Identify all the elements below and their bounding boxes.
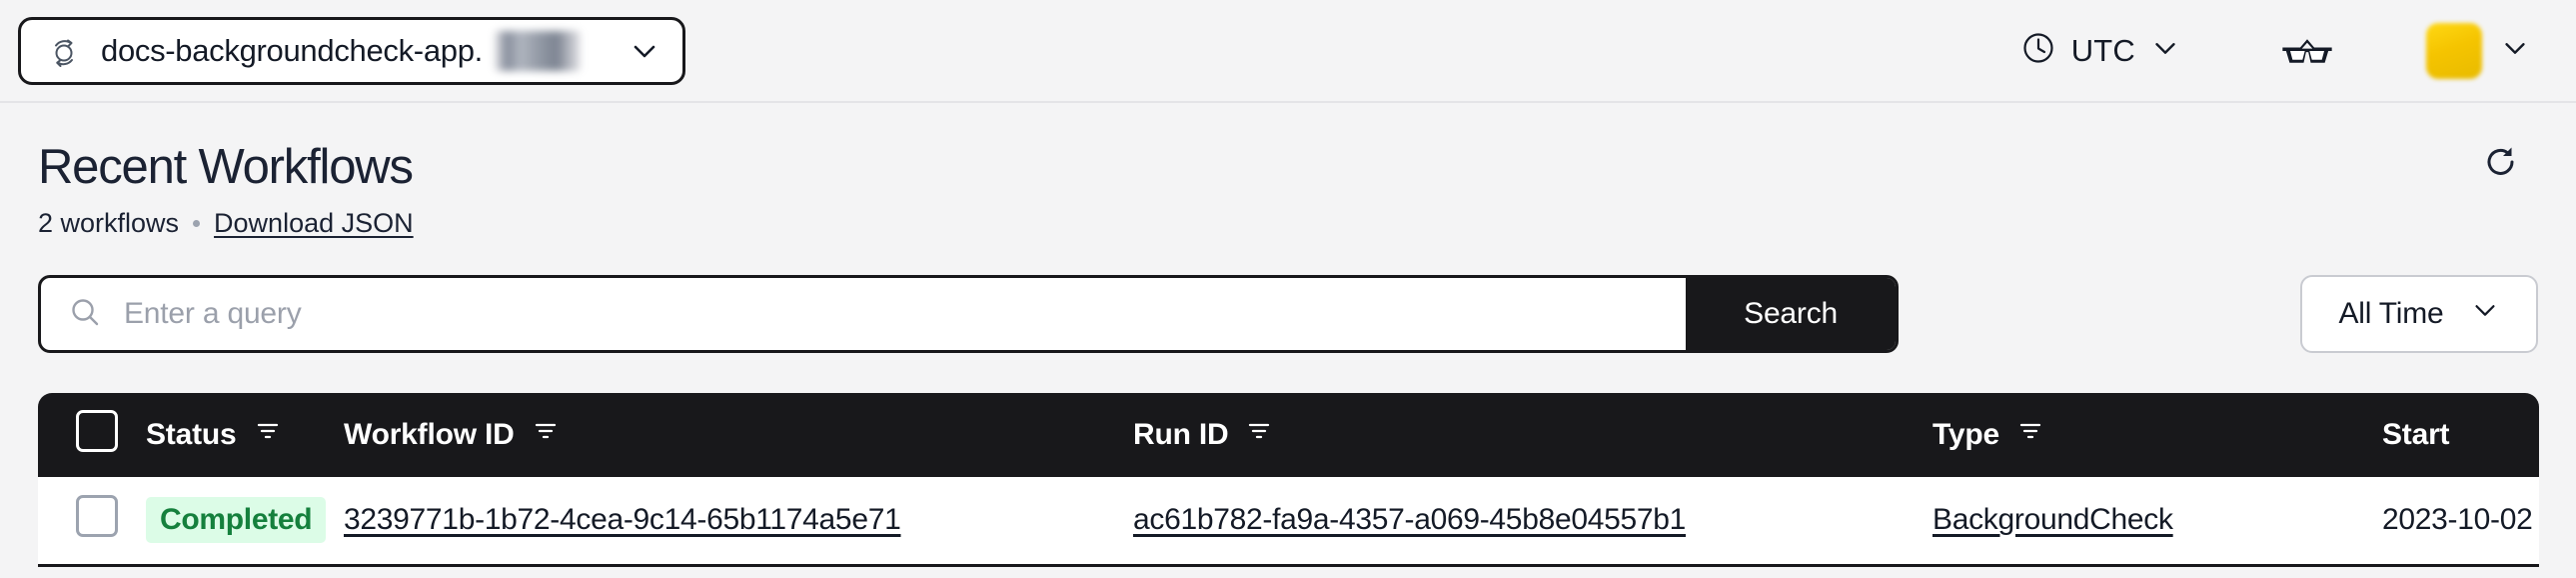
workflow-type-link[interactable]: BackgroundCheck	[1932, 503, 2173, 537]
page-content: Recent Workflows 2 workflows Download JS…	[0, 103, 2576, 567]
namespace-redacted-suffix	[494, 30, 581, 71]
column-label-type: Type	[1932, 418, 1999, 451]
table-header-row: Status Workflow ID	[38, 393, 2539, 477]
chevron-down-icon[interactable]	[599, 35, 660, 67]
timezone-selector[interactable]: UTC	[2006, 20, 2194, 81]
column-label-run-id: Run ID	[1133, 418, 1229, 451]
workflows-table: Status Workflow ID	[38, 393, 2539, 567]
row-select-cell	[38, 477, 146, 565]
glasses-icon[interactable]	[2260, 23, 2354, 79]
workflow-count: 2 workflows	[38, 208, 180, 238]
status-badge: Completed	[146, 497, 327, 544]
temporal-namespace-icon	[45, 32, 83, 70]
cell-status: Completed	[146, 477, 344, 565]
select-all-header	[38, 393, 146, 477]
column-header-status: Status	[146, 393, 344, 477]
timezone-label: UTC	[2070, 32, 2135, 68]
chevron-down-icon	[2150, 33, 2180, 68]
time-range-select[interactable]: All Time	[2300, 275, 2538, 353]
search-row: Search All Time	[38, 275, 2538, 353]
filter-icon[interactable]	[533, 418, 559, 452]
top-bar-actions: UTC	[2006, 20, 2576, 81]
column-label-workflow-id: Workflow ID	[344, 418, 515, 451]
clock-icon	[2020, 30, 2056, 71]
search-input[interactable]	[124, 297, 1687, 331]
column-header-workflow-id: Workflow ID	[344, 393, 1133, 477]
column-header-type: Type	[1932, 393, 2382, 477]
account-menu[interactable]	[2426, 22, 2530, 79]
select-all-checkbox[interactable]	[76, 410, 118, 452]
separator-dot	[193, 220, 201, 227]
workflow-id-link[interactable]: 3239771b-1b72-4cea-9c14-65b1174a5e71	[344, 503, 901, 537]
refresh-icon	[2481, 142, 2521, 187]
cell-run-id: ac61b782-fa9a-4357-a069-45b8e04557b1	[1133, 477, 1932, 565]
top-bar: docs-backgroundcheck-app. UTC	[0, 0, 2576, 103]
page-subline: 2 workflows Download JSON	[38, 208, 2538, 239]
search-box: Search	[38, 275, 1899, 353]
column-header-run-id: Run ID	[1133, 393, 1932, 477]
chevron-down-icon	[2500, 33, 2530, 68]
column-header-start: Start	[2382, 393, 2539, 477]
filter-icon[interactable]	[2017, 418, 2043, 452]
column-label-status: Status	[146, 418, 237, 451]
search-field[interactable]	[41, 278, 1687, 350]
user-avatar	[2426, 22, 2482, 79]
namespace-label: docs-backgroundcheck-app.	[101, 32, 483, 68]
run-id-link[interactable]: ac61b782-fa9a-4357-a069-45b8e04557b1	[1133, 503, 1687, 537]
table-row[interactable]: Completed 3239771b-1b72-4cea-9c14-65b117…	[38, 477, 2539, 565]
download-json-link[interactable]: Download JSON	[214, 208, 414, 238]
cell-start: 2023-10-02 UTC	[2382, 477, 2539, 565]
search-button[interactable]: Search	[1686, 278, 1896, 350]
namespace-selector[interactable]: docs-backgroundcheck-app.	[18, 16, 685, 85]
search-icon	[68, 295, 102, 334]
refresh-button[interactable]	[2464, 127, 2538, 201]
cell-workflow-id: 3239771b-1b72-4cea-9c14-65b1174a5e71	[344, 477, 1133, 565]
chevron-down-icon	[2470, 295, 2500, 333]
filter-icon[interactable]	[255, 418, 281, 452]
page-title: Recent Workflows	[38, 140, 414, 194]
row-checkbox[interactable]	[76, 495, 118, 538]
start-time: 2023-10-02 UTC	[2382, 503, 2539, 537]
time-range-value: All Time	[2338, 297, 2444, 330]
filter-icon[interactable]	[1246, 418, 1272, 452]
column-label-start: Start	[2382, 418, 2450, 451]
cell-type: BackgroundCheck	[1932, 477, 2382, 565]
